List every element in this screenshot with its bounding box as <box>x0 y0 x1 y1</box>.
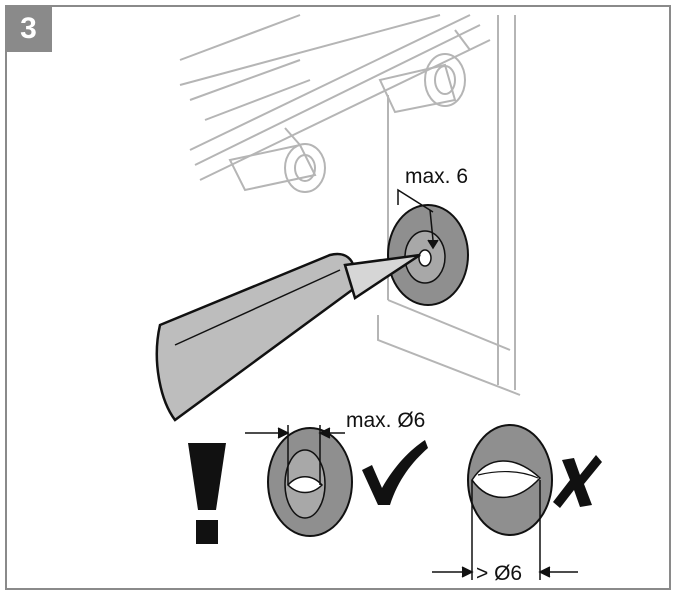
max-diameter-label: max. Ø6 <box>346 409 425 432</box>
grommet-target <box>387 204 469 306</box>
incorrect-grommet <box>467 424 553 536</box>
checkmark-icon <box>362 440 428 505</box>
oversize-diameter-dimension <box>432 480 578 580</box>
awl-tool <box>155 252 421 422</box>
exclamation-icon <box>188 443 226 544</box>
oversize-diameter-label: > Ø6 <box>476 562 522 585</box>
depth-limit-label: max. 6 <box>405 165 468 188</box>
correct-grommet <box>267 427 353 537</box>
appliance-background <box>179 14 521 396</box>
step-number-badge: 3 <box>5 5 52 52</box>
depth-dimension <box>397 188 439 250</box>
max-diameter-dimension <box>245 425 345 485</box>
cross-icon <box>553 455 602 508</box>
